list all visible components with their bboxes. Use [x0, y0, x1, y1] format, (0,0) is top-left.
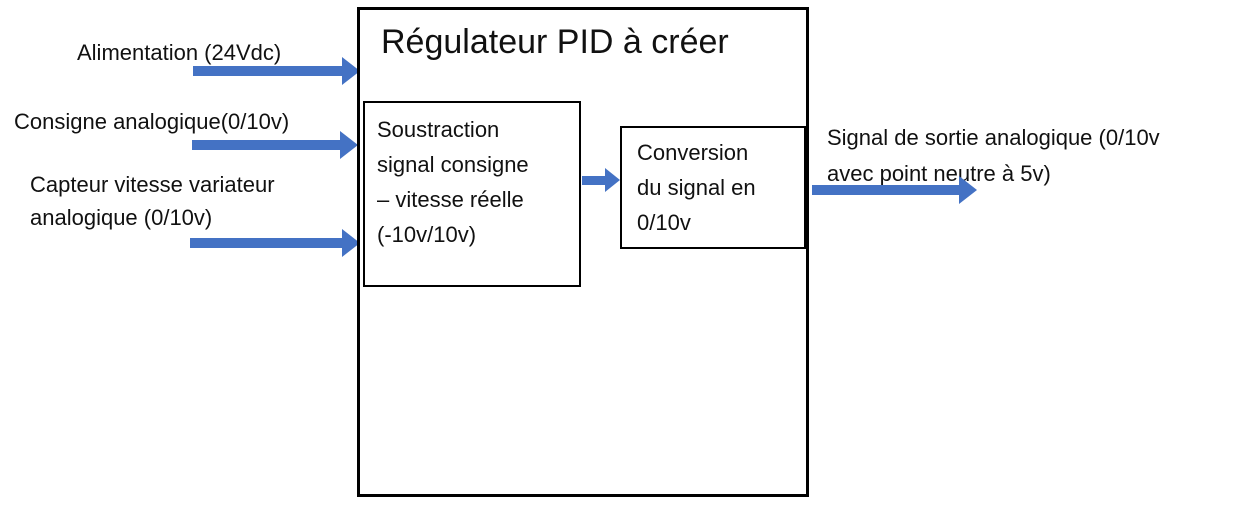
output-label: Signal de sortie analogique (0/10v avec … — [827, 120, 1160, 192]
flow-arrow-icon — [582, 168, 620, 192]
input-arrow-consigne-icon — [192, 131, 358, 159]
soustraction-line: Soustraction — [377, 117, 500, 142]
output-label-line: avec point neutre à 5v) — [827, 161, 1051, 186]
arrow-head — [959, 176, 977, 204]
soustraction-line: (-10v/10v) — [377, 222, 477, 247]
arrow-shaft — [812, 185, 959, 195]
arrow-head — [605, 168, 620, 192]
arrow-head — [342, 229, 360, 257]
conversion-line: Conversion — [637, 140, 749, 165]
input-label-line: Alimentation (24Vdc) — [77, 40, 282, 65]
soustraction-block: Soustraction signal consigne – vitesse r… — [363, 101, 581, 287]
soustraction-line: signal consigne — [377, 152, 529, 177]
regulator-outer-box — [357, 7, 809, 497]
arrow-shaft — [193, 66, 342, 76]
input-label-alimentation: Alimentation (24Vdc) — [77, 36, 281, 69]
output-arrow-icon — [812, 176, 977, 204]
input-arrow-capteur-icon — [190, 229, 360, 257]
input-arrow-alimentation-icon — [193, 57, 360, 85]
arrow-shaft — [192, 140, 340, 150]
input-label-line: Capteur vitesse variateur — [30, 172, 275, 197]
input-label-line: Consigne analogique(0/10v) — [14, 109, 290, 134]
arrow-shaft — [582, 175, 605, 185]
conversion-line: 0/10v — [637, 210, 691, 235]
soustraction-line: – vitesse réelle — [377, 187, 524, 212]
input-label-line: analogique (0/10v) — [30, 205, 213, 230]
input-label-capteur: Capteur vitesse variateur analogique (0/… — [30, 168, 275, 234]
output-label-line: Signal de sortie analogique (0/10v — [827, 125, 1160, 150]
conversion-line: du signal en — [637, 175, 756, 200]
conversion-block: Conversion du signal en 0/10v — [620, 126, 806, 249]
input-label-consigne: Consigne analogique(0/10v) — [14, 105, 289, 138]
arrow-head — [340, 131, 358, 159]
diagram-title: Régulateur PID à créer — [381, 23, 729, 61]
arrow-head — [342, 57, 360, 85]
arrow-shaft — [190, 238, 342, 248]
